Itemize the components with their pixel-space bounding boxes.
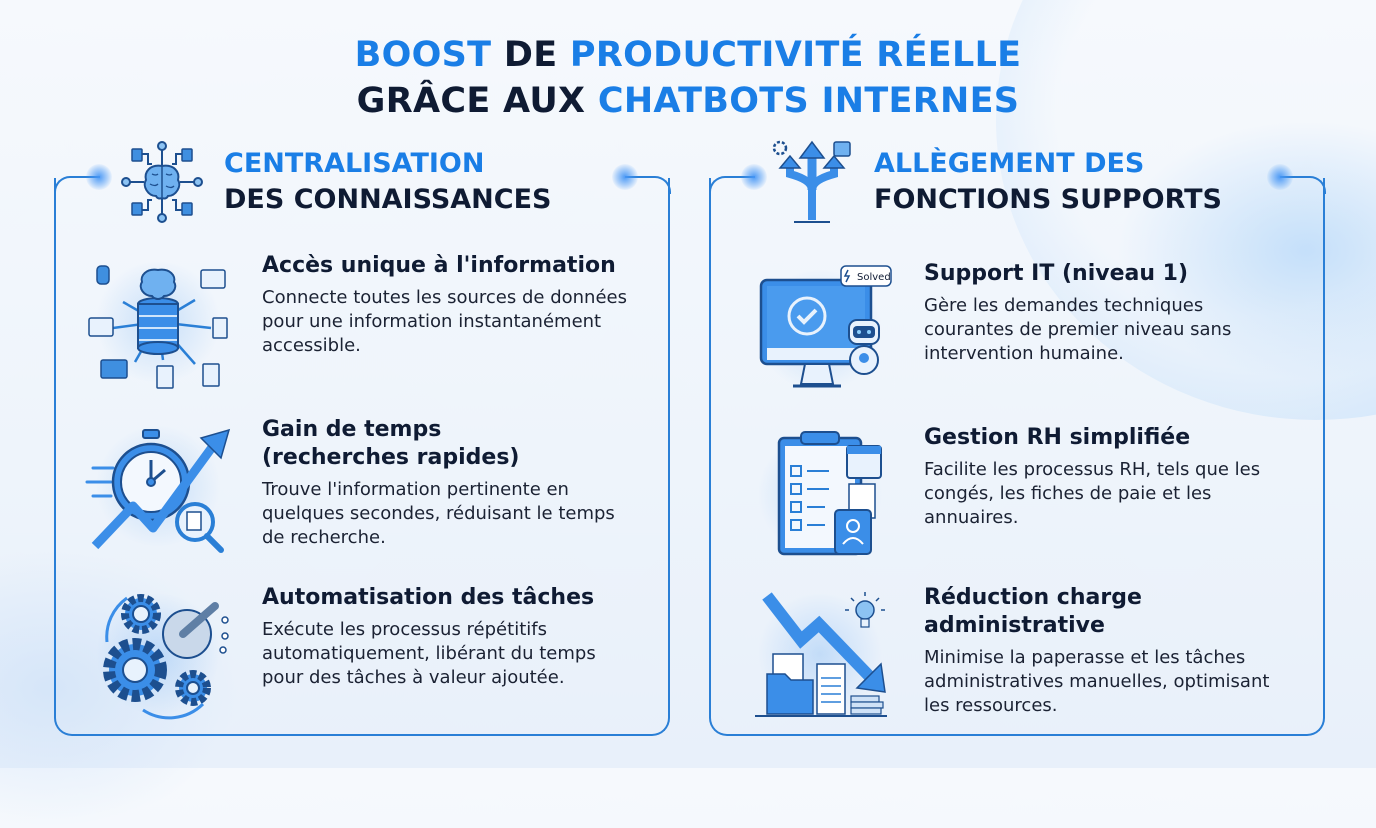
database-hub-icon: [78, 252, 238, 392]
feature-text: Réduction charge administrative Minimise…: [924, 584, 1304, 718]
glow-dot: [86, 164, 112, 190]
section-title: ALLÈGEMENT DES FONCTIONS SUPPORTS: [874, 146, 1222, 218]
title-word-boost: BOOST: [354, 35, 492, 75]
feature-item-automatisation: Automatisation des tâches Exécute les pr…: [78, 584, 642, 724]
panel-corner: [1279, 176, 1326, 194]
feature-title: Gestion RH simplifiée: [924, 425, 1191, 450]
feature-text: Gain de temps (recherches rapides) Trouv…: [262, 416, 642, 550]
section-title-line-2: FONCTIONS SUPPORTS: [874, 184, 1223, 215]
page-title: BOOST DE PRODUCTIVITÉ RÉELLE GRÂCE AUX C…: [0, 32, 1376, 124]
feature-description: Facilite les processus RH, tels que les …: [924, 459, 1261, 528]
monitor-robot-icon: Solved: [740, 260, 900, 400]
glow-dot: [612, 164, 638, 190]
feature-item-gain-de-temps: Gain de temps (recherches rapides) Trouv…: [78, 416, 642, 556]
title-word-chatbots: CHATBOTS INTERNES: [597, 81, 1020, 121]
feature-text: Support IT (niveau 1) Gère les demandes …: [924, 260, 1304, 366]
section-title: CENTRALISATION DES CONNAISSANCES: [224, 146, 551, 218]
split-arrows-icon: [772, 140, 851, 223]
feature-text: Gestion RH simplifiée Facilite les proce…: [924, 424, 1304, 530]
section-header-allegement: ALLÈGEMENT DES FONCTIONS SUPPORTS: [770, 140, 1222, 224]
feature-item-gestion-rh: Gestion RH simplifiée Facilite les proce…: [740, 424, 1304, 564]
clipboard-checklist-icon: [740, 424, 900, 564]
panel-corner: [53, 176, 100, 194]
feature-item-support-it: Solved Support IT (niveau 1) Gère les de…: [740, 260, 1304, 400]
feature-title: Support IT (niveau 1): [924, 261, 1189, 286]
panel-allegement: [708, 164, 1326, 736]
feature-text: Automatisation des tâches Exécute les pr…: [262, 584, 642, 690]
title-line-1: BOOST DE PRODUCTIVITÉ RÉELLE: [0, 32, 1376, 78]
panel-centralisation: [53, 164, 671, 736]
downtrend-documents-icon: [740, 584, 900, 724]
brain-network-icon: [121, 141, 203, 223]
section-title-line-2: DES CONNAISSANCES: [224, 184, 552, 215]
feature-description: Gère les demandes techniques courantes d…: [924, 295, 1232, 364]
title-word-grace: GRÂCE AUX: [356, 81, 598, 121]
feature-title: Gain de temps (recherches rapides): [262, 417, 520, 470]
feature-title: Accès unique à l'information: [262, 253, 616, 278]
feature-text: Accès unique à l'information Connecte to…: [262, 252, 642, 358]
section-title-line-1: ALLÈGEMENT DES: [874, 148, 1145, 179]
title-line-2: GRÂCE AUX CHATBOTS INTERNES: [0, 78, 1376, 124]
feature-description: Exécute les processus répétitifs automat…: [262, 619, 596, 688]
panel-corner: [624, 176, 671, 194]
section-header-centralisation: CENTRALISATION DES CONNAISSANCES: [120, 140, 551, 224]
feature-title: Automatisation des tâches: [262, 585, 595, 610]
title-word-productivite: PRODUCTIVITÉ RÉELLE: [569, 35, 1022, 75]
title-word-de: DE: [491, 35, 570, 75]
glow-dot: [741, 164, 767, 190]
feature-item-reduction-charge: Réduction charge administrative Minimise…: [740, 584, 1304, 724]
feature-description: Minimise la paperasse et les tâches admi…: [924, 647, 1270, 716]
feature-title: Réduction charge administrative: [924, 585, 1142, 638]
gears-automation-icon: [78, 584, 238, 724]
feature-description: Connecte toutes les sources de données p…: [262, 287, 627, 356]
stopwatch-growth-icon: [78, 416, 238, 556]
glow-dot: [1267, 164, 1293, 190]
section-title-line-1: CENTRALISATION: [224, 148, 485, 179]
solved-badge: Solved: [857, 272, 891, 283]
panel-corner: [708, 176, 755, 194]
feature-item-acces-unique: Accès unique à l'information Connecte to…: [78, 252, 642, 392]
feature-description: Trouve l'information pertinente en quelq…: [262, 479, 615, 548]
